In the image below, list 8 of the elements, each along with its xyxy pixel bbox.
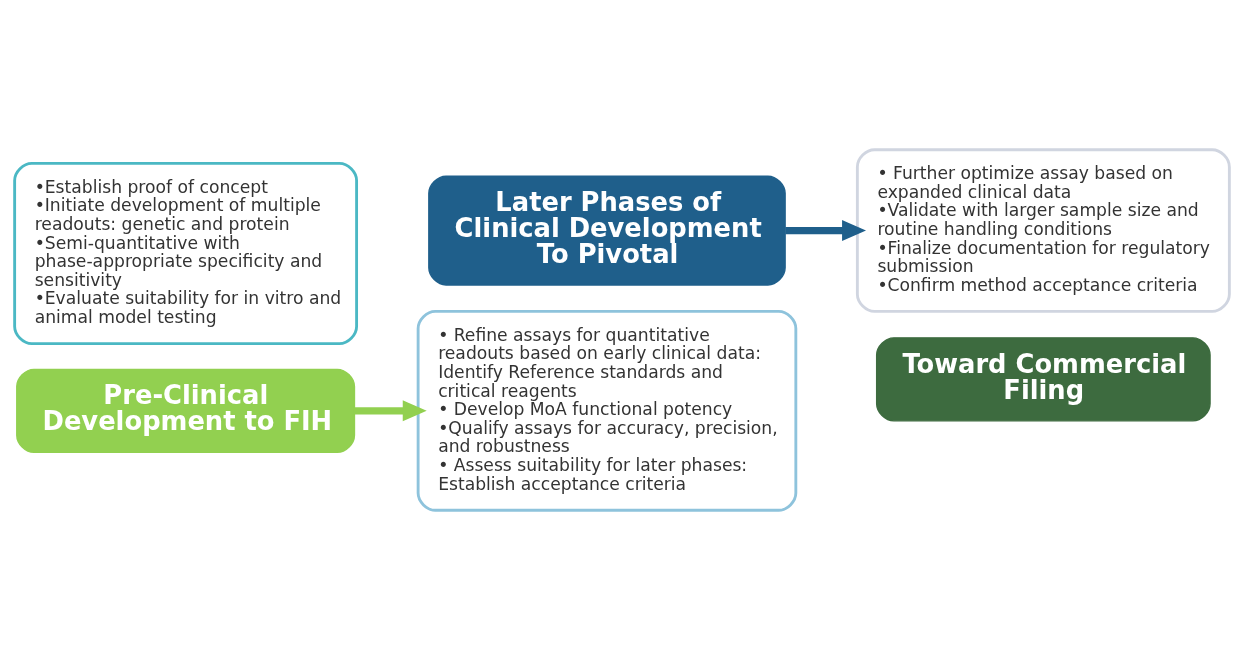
- node-box: Toward Commercial Filing: [875, 336, 1211, 422]
- node-box: Later Phases of Clinical Development To Pivotal: [428, 174, 786, 286]
- node-box: • Further optimize assay based on expanded clinical data •Validate with larger sample size and routine handling conditions •Finalize documentation for regulatory submission •Confirm method acceptance criteria: [855, 147, 1231, 313]
- node-box: Pre-Clinical Development to FIH: [16, 368, 356, 453]
- arrow: [785, 219, 866, 241]
- node-box: •Establish proof of concept •Initiate development of multiple readouts: genetic and protein •Semi-quantitative with phase-appropriate specificity and sensitivity •Evaluate suitability for in vitro and animal model testing: [13, 161, 358, 345]
- node-box: • Refine assays for quantitative readouts based on early clinical data: Identify Reference standards and critical reagents • Develop MoA functional potency •Qualify assays for accuracy, precision, and robustness • Assess suitability for later phases: Establish acceptance criteria: [416, 309, 798, 512]
- arrow: [354, 399, 427, 421]
